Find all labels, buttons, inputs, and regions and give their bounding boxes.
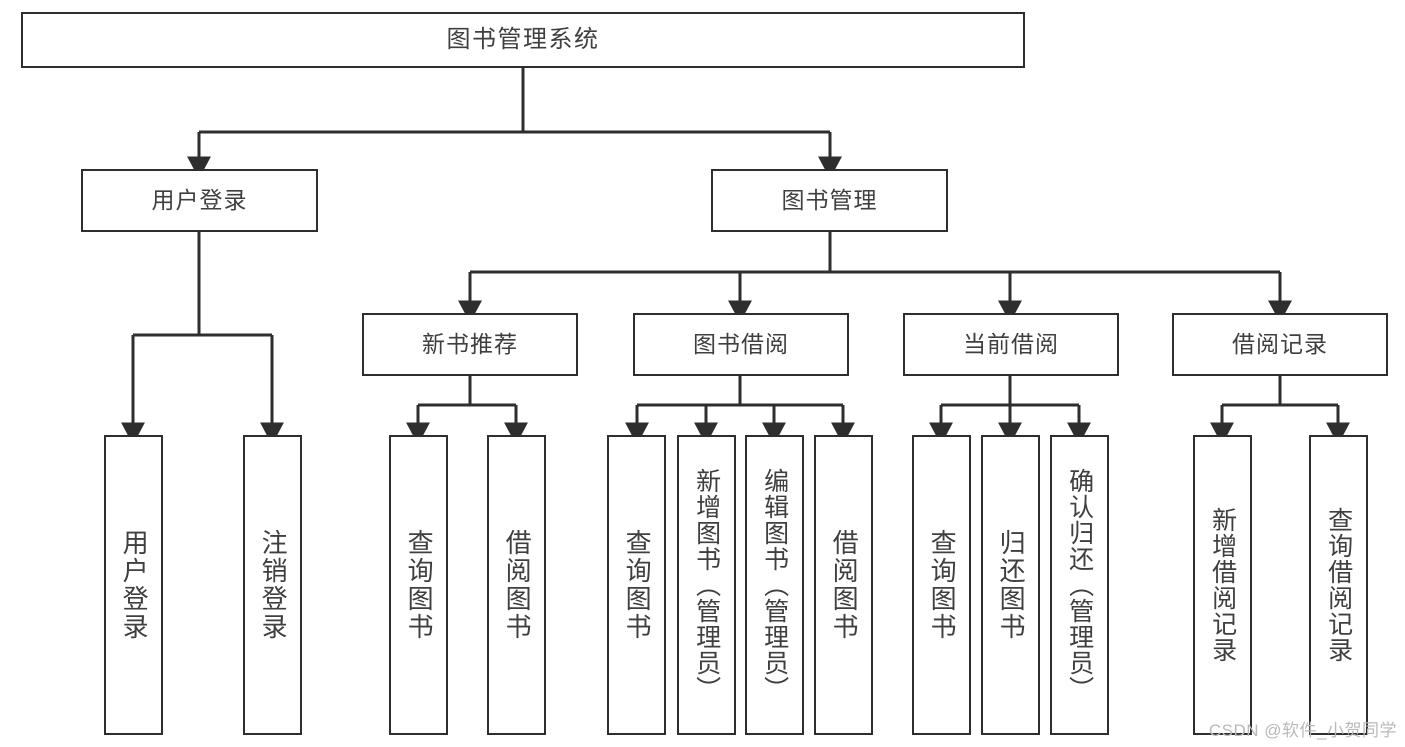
node-label: 图书借阅 xyxy=(693,331,789,358)
node-label: 新增借阅记录 xyxy=(1208,507,1237,663)
node-label: 图书管理 xyxy=(781,187,878,214)
node-label: 查询借阅记录 xyxy=(1324,507,1353,663)
node-label: 确认归还（管理员） xyxy=(1065,468,1094,702)
node-label: 查询图书 xyxy=(404,529,435,641)
node-root-system[interactable]: 图书管理系统 xyxy=(21,12,1025,68)
node-label: 归还图书 xyxy=(996,529,1027,641)
node-leaf-query-book-2[interactable]: 查询图书 xyxy=(607,435,666,735)
node-leaf-query-record[interactable]: 查询借阅记录 xyxy=(1309,435,1368,735)
node-label: 新书推荐 xyxy=(422,331,518,358)
node-book-borrow[interactable]: 图书借阅 xyxy=(633,313,849,376)
node-leaf-edit-book[interactable]: 编辑图书（管理员） xyxy=(745,435,804,735)
node-label: 新增图书（管理员） xyxy=(692,468,721,702)
node-new-book-rec[interactable]: 新书推荐 xyxy=(362,313,578,376)
node-leaf-query-book-3[interactable]: 查询图书 xyxy=(912,435,971,735)
node-leaf-return-book[interactable]: 归还图书 xyxy=(981,435,1040,735)
node-leaf-user-login[interactable]: 用户登录 xyxy=(104,435,163,735)
node-label: 图书管理系统 xyxy=(446,26,600,54)
node-label: 借阅图书 xyxy=(502,529,533,641)
node-label: 编辑图书（管理员） xyxy=(760,468,789,702)
node-label: 用户登录 xyxy=(151,187,248,214)
node-user-login[interactable]: 用户登录 xyxy=(81,169,318,232)
node-leaf-add-record[interactable]: 新增借阅记录 xyxy=(1193,435,1252,735)
node-label: 查询图书 xyxy=(622,529,653,641)
node-leaf-confirm-return[interactable]: 确认归还（管理员） xyxy=(1050,435,1109,735)
node-book-manage[interactable]: 图书管理 xyxy=(711,169,948,232)
node-label: 用户登录 xyxy=(119,529,150,641)
node-label: 当前借阅 xyxy=(963,331,1059,358)
node-borrow-record[interactable]: 借阅记录 xyxy=(1172,313,1388,376)
csdn-watermark: CSDN @软件_小贺同学 xyxy=(1208,721,1397,740)
node-leaf-query-book-1[interactable]: 查询图书 xyxy=(389,435,448,735)
node-leaf-logout[interactable]: 注销登录 xyxy=(243,435,302,735)
node-leaf-borrow-book-1[interactable]: 借阅图书 xyxy=(487,435,546,735)
node-label: 借阅图书 xyxy=(829,529,860,641)
node-label: 查询图书 xyxy=(927,529,958,641)
node-leaf-borrow-book-2[interactable]: 借阅图书 xyxy=(814,435,873,735)
node-label: 注销登录 xyxy=(258,529,289,641)
node-current-borrow[interactable]: 当前借阅 xyxy=(903,313,1119,376)
node-label: 借阅记录 xyxy=(1232,331,1328,358)
node-leaf-add-book[interactable]: 新增图书（管理员） xyxy=(677,435,736,735)
